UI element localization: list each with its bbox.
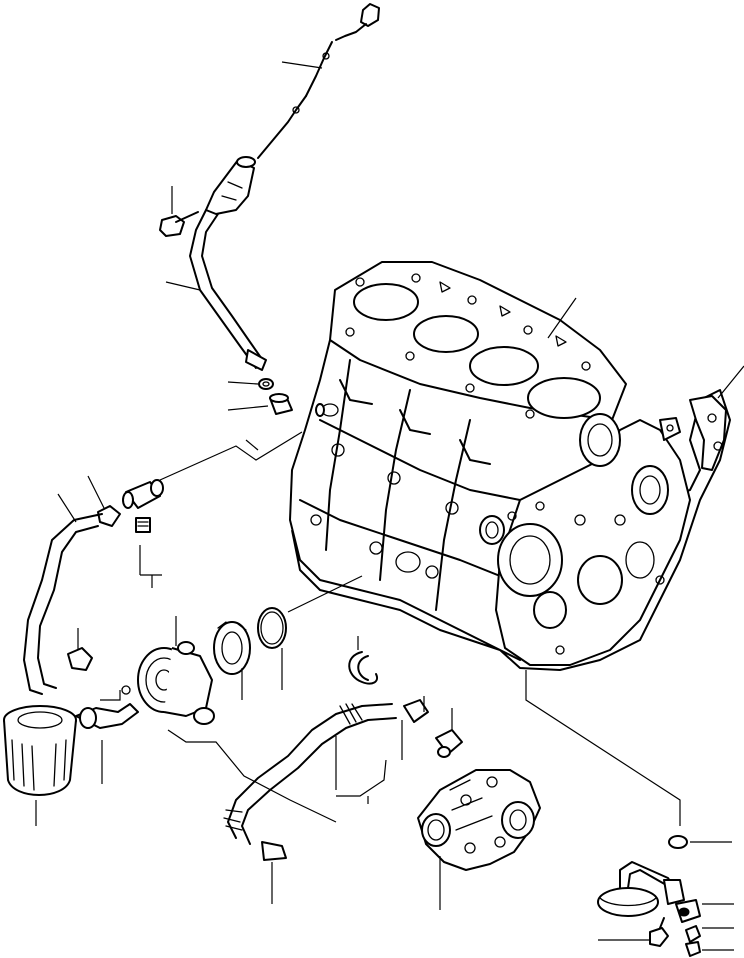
water-hose-left[interactable] xyxy=(23,493,103,695)
adapter-fitting[interactable] xyxy=(227,393,293,415)
hose-band[interactable] xyxy=(348,636,378,685)
elbow-fitting[interactable] xyxy=(435,708,463,758)
strainer-bolt-left[interactable] xyxy=(598,917,669,947)
water-pipe[interactable] xyxy=(223,703,397,904)
dipstick-guide-tube[interactable] xyxy=(189,156,267,371)
strainer-bracket[interactable] xyxy=(675,899,734,923)
hose-clamp-right[interactable] xyxy=(403,696,429,723)
guide-bolt[interactable] xyxy=(159,186,199,237)
dipstick[interactable] xyxy=(257,3,380,159)
oil-cooler-element[interactable] xyxy=(213,621,251,700)
hose-clamp-upper[interactable] xyxy=(87,475,121,527)
water-pump[interactable] xyxy=(417,769,541,910)
oil-cooler-plate[interactable] xyxy=(121,616,215,725)
oil-strainer[interactable] xyxy=(597,861,685,917)
filter-stud[interactable] xyxy=(75,703,139,784)
cylinder-block[interactable] xyxy=(289,261,731,671)
oil-filter[interactable] xyxy=(3,705,77,826)
water-tube-fitting[interactable] xyxy=(122,479,164,588)
hose-clamp-lower[interactable] xyxy=(67,628,93,671)
o-ring[interactable] xyxy=(227,378,274,390)
cooler-gasket[interactable] xyxy=(257,607,287,690)
strainer-gasket[interactable] xyxy=(668,835,732,849)
strainer-bolt-right[interactable] xyxy=(685,925,734,957)
